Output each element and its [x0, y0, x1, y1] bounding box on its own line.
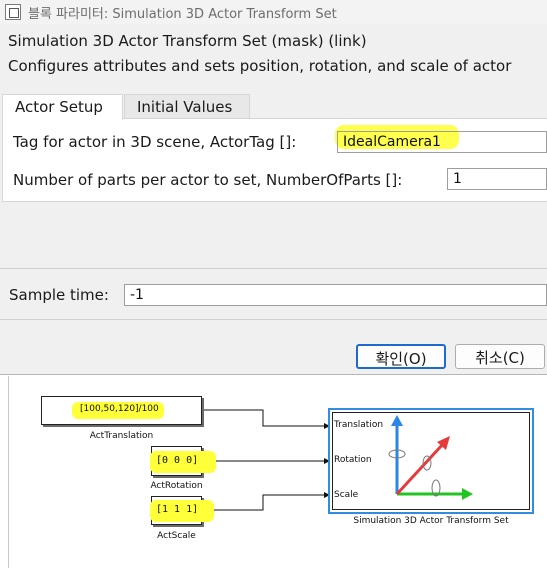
transform-set-label: Simulation 3D Actor Transform Set [353, 516, 509, 526]
port-rotation: Rotation [334, 455, 372, 465]
window-title: 블록 파라미터: Simulation 3D Actor Transform S… [28, 7, 337, 22]
num-parts-label: Number of parts per actor to set, Number… [13, 171, 403, 189]
act-translation-block[interactable] [41, 396, 202, 425]
title-bar[interactable]: 블록 파라미터: Simulation 3D Actor Transform S… [0, 0, 547, 24]
translation-highlight [72, 402, 164, 419]
rotation-value: [0 0 0] [156, 455, 199, 466]
actor-tag-input[interactable]: IdealCamera1 [337, 131, 547, 153]
port-translation: Translation [334, 420, 384, 430]
scale-wire[interactable] [203, 492, 330, 511]
actor-tag-highlight [335, 125, 459, 149]
block-icon [5, 4, 21, 20]
act-rotation-label: ActRotation [150, 481, 203, 491]
act-translation-label: ActTranslation [89, 431, 154, 441]
signal-wires [203, 409, 330, 511]
act-scale-label: ActScale [157, 531, 196, 541]
tab-actor-setup[interactable]: Actor Setup [2, 94, 123, 120]
sample-time-section: Sample time: [0, 268, 547, 320]
scale-value: [1 1 1] [156, 504, 199, 515]
block-description: Configures attributes and sets position,… [8, 57, 512, 75]
transform-set-inner [332, 412, 530, 510]
block-heading: Simulation 3D Actor Transform Set (mask)… [8, 32, 367, 50]
rotation-highlight [150, 451, 216, 473]
port-scale: Scale [334, 490, 359, 500]
axis-transform-icon [388, 415, 473, 500]
actor-tag-label: Tag for actor in 3D scene, ActorTag []: [13, 133, 297, 151]
translation-wire[interactable] [203, 409, 330, 429]
translation-value: [100,50,120]/100 [80, 404, 159, 414]
num-parts-input[interactable]: 1 [447, 168, 547, 190]
ok-button[interactable]: 확인(O) [356, 344, 446, 369]
block-parameters-dialog: 블록 파라미터: Simulation 3D Actor Transform S… [0, 0, 547, 375]
sample-time-label: Sample time: [9, 286, 109, 304]
canvas-edge [8, 376, 9, 568]
scale-highlight [150, 500, 214, 522]
cancel-button[interactable]: 취소(C) [455, 344, 545, 369]
tab-initial-values[interactable]: Initial Values [124, 94, 250, 119]
sample-time-input[interactable]: -1 [124, 284, 547, 306]
